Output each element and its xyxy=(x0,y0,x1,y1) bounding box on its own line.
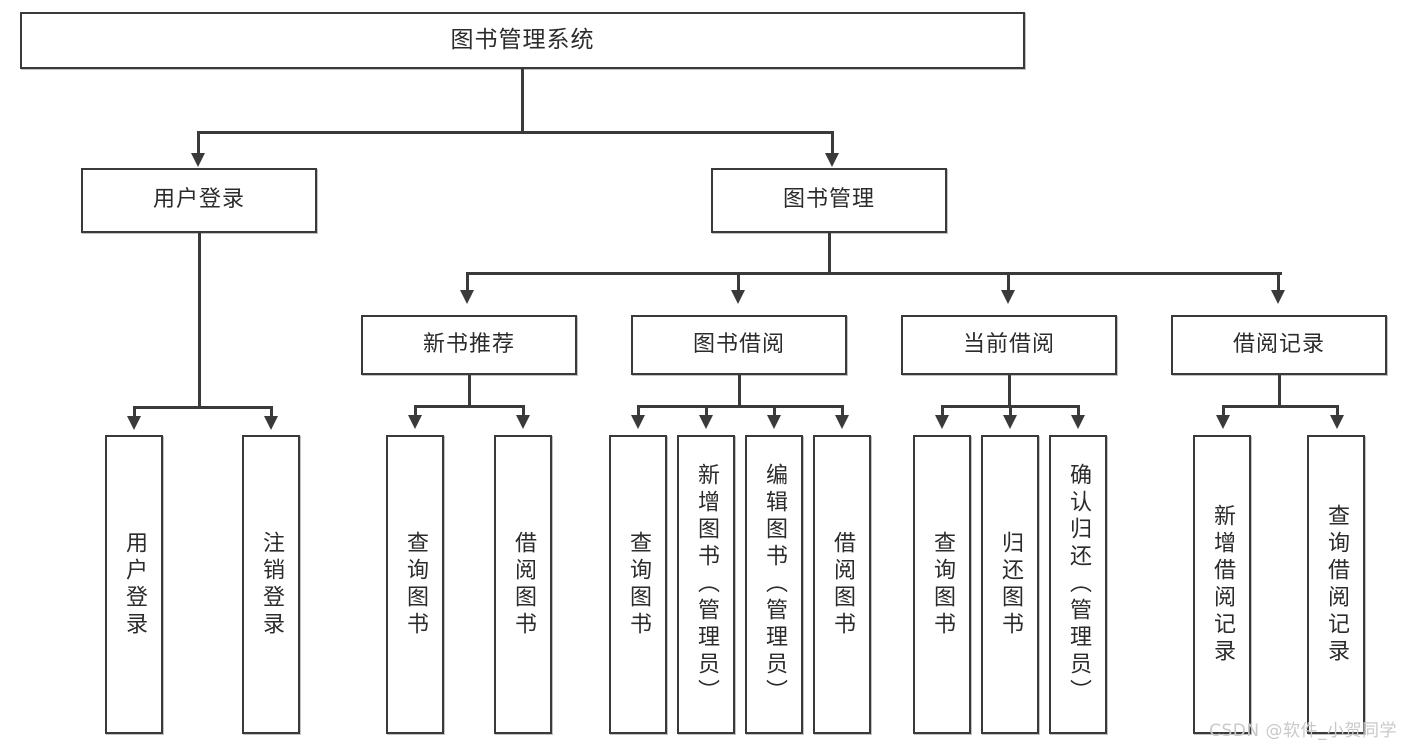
node-label: 注销登录 xyxy=(259,530,284,639)
connector-book-borrow-branch-4 xyxy=(841,405,844,417)
connector-user-login-branch-2 xyxy=(270,406,273,418)
node-label: 确认归还（管理员） xyxy=(1066,463,1091,706)
arrow-book-borrow-leaf-2 xyxy=(699,415,713,429)
connector-level3-branch-2 xyxy=(737,272,740,292)
node-label: 图书管理系统 xyxy=(450,26,595,53)
connector-root-to-user-login xyxy=(197,131,200,156)
arrow-level3-current-borrow xyxy=(1001,290,1015,304)
connector-new-book-branch-2 xyxy=(522,405,525,417)
connector-user-login-branch-1 xyxy=(133,406,136,418)
arrow-root-to-user-login xyxy=(191,153,205,167)
arrow-current-borrow-leaf-2 xyxy=(1003,415,1017,429)
leaf-current-borrow-query-book[interactable]: 查询图书 xyxy=(913,435,971,734)
connector-root-bus xyxy=(197,131,833,134)
connector-current-borrow-branch-3 xyxy=(1077,405,1080,417)
node-label: 新增图书（管理员） xyxy=(694,463,719,706)
node-current-borrow[interactable]: 当前借阅 xyxy=(901,315,1117,375)
node-label: 查询借阅记录 xyxy=(1324,503,1349,666)
leaf-book-borrow-borrow-book[interactable]: 借阅图书 xyxy=(813,435,871,734)
leaf-book-borrow-query-book[interactable]: 查询图书 xyxy=(609,435,667,734)
node-label: 用户登录 xyxy=(152,187,245,213)
connector-current-borrow-branch-2 xyxy=(1009,405,1012,417)
connector-root-stem xyxy=(521,69,524,132)
node-label: 借阅记录 xyxy=(1232,331,1325,357)
node-new-book-recommend[interactable]: 新书推荐 xyxy=(361,315,577,375)
node-label: 归还图书 xyxy=(998,530,1023,639)
node-label: 用户登录 xyxy=(122,530,147,639)
connector-book-borrow-stem xyxy=(738,375,741,406)
connector-borrow-record-branch-2 xyxy=(1336,405,1339,417)
connector-current-borrow-stem xyxy=(1008,375,1011,406)
arrow-book-borrow-leaf-4 xyxy=(835,415,849,429)
leaf-new-book-borrow-book[interactable]: 借阅图书 xyxy=(494,435,552,734)
connector-level3-branch-3 xyxy=(1007,272,1010,292)
node-label: 借阅图书 xyxy=(511,530,536,639)
leaf-borrow-record-query-record[interactable]: 查询借阅记录 xyxy=(1307,435,1365,734)
arrow-book-borrow-leaf-1 xyxy=(631,415,645,429)
connector-book-borrow-branch-1 xyxy=(637,405,640,417)
node-root-book-management-system[interactable]: 图书管理系统 xyxy=(20,12,1025,69)
node-label: 图书管理 xyxy=(782,187,875,213)
node-label: 新增借阅记录 xyxy=(1210,503,1235,666)
connector-level3-branch-4 xyxy=(1277,272,1280,292)
connector-book-borrow-branch-3 xyxy=(773,405,776,417)
arrow-level3-borrow-record xyxy=(1271,290,1285,304)
connector-borrow-record-stem xyxy=(1278,375,1281,406)
arrow-borrow-record-leaf-2 xyxy=(1330,415,1344,429)
arrow-root-to-book-management xyxy=(825,153,839,167)
connector-borrow-record-branch-1 xyxy=(1222,405,1225,417)
leaf-new-book-query-book[interactable]: 查询图书 xyxy=(386,435,444,734)
connector-new-book-stem xyxy=(468,375,471,406)
arrow-book-borrow-leaf-3 xyxy=(767,415,781,429)
arrow-user-login-leaf-1 xyxy=(127,416,141,430)
leaf-book-borrow-add-book-admin[interactable]: 新增图书（管理员） xyxy=(677,435,735,734)
connector-book-management-stem xyxy=(828,233,831,273)
connector-book-borrow-bus xyxy=(637,405,843,408)
arrow-current-borrow-leaf-3 xyxy=(1071,415,1085,429)
connector-new-book-bus xyxy=(414,405,524,408)
node-label: 查询图书 xyxy=(626,530,651,639)
arrow-current-borrow-leaf-1 xyxy=(935,415,949,429)
connector-book-borrow-branch-2 xyxy=(705,405,708,417)
arrow-user-login-leaf-2 xyxy=(264,416,278,430)
connector-user-login-stem xyxy=(198,233,201,408)
node-label: 查询图书 xyxy=(403,530,428,639)
leaf-book-borrow-edit-book-admin[interactable]: 编辑图书（管理员） xyxy=(745,435,803,734)
node-label: 借阅图书 xyxy=(830,530,855,639)
arrow-borrow-record-leaf-1 xyxy=(1216,415,1230,429)
node-label: 新书推荐 xyxy=(422,331,515,357)
node-label: 当前借阅 xyxy=(962,331,1055,357)
node-label: 查询图书 xyxy=(930,530,955,639)
connector-new-book-branch-1 xyxy=(414,405,417,417)
node-borrow-record[interactable]: 借阅记录 xyxy=(1171,315,1387,375)
leaf-borrow-record-add-record[interactable]: 新增借阅记录 xyxy=(1193,435,1251,734)
arrow-level3-book-borrow xyxy=(731,290,745,304)
connector-root-to-book-management xyxy=(831,131,834,156)
leaf-user-login-sign-in[interactable]: 用户登录 xyxy=(105,435,163,734)
node-label: 编辑图书（管理员） xyxy=(762,463,787,706)
connector-borrow-record-bus xyxy=(1222,405,1338,408)
connector-level3-bus xyxy=(466,272,1282,275)
node-book-management[interactable]: 图书管理 xyxy=(711,168,947,233)
connector-user-login-bus xyxy=(133,406,272,409)
node-label: 图书借阅 xyxy=(692,331,785,357)
connector-level3-branch-1 xyxy=(466,272,469,292)
arrow-new-book-leaf-1 xyxy=(408,415,422,429)
node-book-borrow[interactable]: 图书借阅 xyxy=(631,315,847,375)
node-user-login[interactable]: 用户登录 xyxy=(81,168,317,233)
leaf-current-borrow-return-book[interactable]: 归还图书 xyxy=(981,435,1039,734)
arrow-new-book-leaf-2 xyxy=(516,415,530,429)
leaf-user-login-sign-out[interactable]: 注销登录 xyxy=(242,435,300,734)
connector-current-borrow-branch-1 xyxy=(941,405,944,417)
arrow-level3-new-book xyxy=(460,290,474,304)
leaf-current-borrow-confirm-return-admin[interactable]: 确认归还（管理员） xyxy=(1049,435,1107,734)
